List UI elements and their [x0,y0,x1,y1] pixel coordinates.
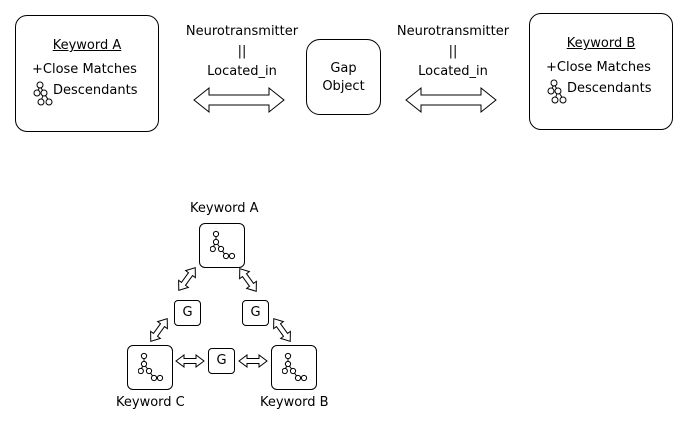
double-arrow-icon [268,314,296,346]
bottom-keyword-c-label: Keyword C [116,395,185,410]
keyword-a-close-matches: +Close Matches [32,62,137,77]
bottom-keyword-b-label: Keyword B [260,395,329,410]
gap-object-line2: Object [322,79,365,94]
keyword-a-descendants: Descendants [53,83,138,98]
relation-right-line3: Located_in [418,64,488,79]
relation-right-line1: Neurotransmitter [396,24,510,39]
relation-left-line2: || [237,44,247,59]
tree-icon [282,352,308,382]
gap-node-bottom: G [208,348,235,374]
bottom-keyword-a-label: Keyword A [190,201,259,216]
tree-icon [33,81,53,106]
gap-node-left: G [174,300,201,326]
double-arrow-icon [238,354,268,368]
bottom-keyword-b-node [271,345,317,390]
gap-object-line1: Gap [330,61,357,76]
double-arrow-icon [234,264,262,296]
relation-right-line2: || [448,44,458,59]
relation-left-line1: Neurotransmitter [185,24,299,39]
double-arrow-icon [173,263,201,295]
keyword-b-title: Keyword B [566,36,636,51]
double-arrow-icon [175,354,205,368]
bottom-keyword-a-node [199,223,245,268]
double-arrow-icon [193,86,285,114]
relation-left-line3: Located_in [207,64,277,79]
keyword-a-title: Keyword A [52,38,122,53]
tree-icon [138,352,164,382]
bottom-keyword-c-node [127,345,173,390]
keyword-b-close-matches: +Close Matches [546,60,651,75]
keyword-b-descendants: Descendants [567,81,652,96]
keyword-b-box: Keyword B +Close Matches Descendants [529,13,673,130]
double-arrow-icon [405,86,497,114]
gap-node-right: G [242,300,269,326]
keyword-a-box: Keyword A +Close Matches Descendants [15,15,159,132]
tree-icon [210,230,236,260]
gap-object-box: Gap Object [306,39,381,115]
tree-icon [547,79,567,104]
double-arrow-icon [145,314,173,346]
